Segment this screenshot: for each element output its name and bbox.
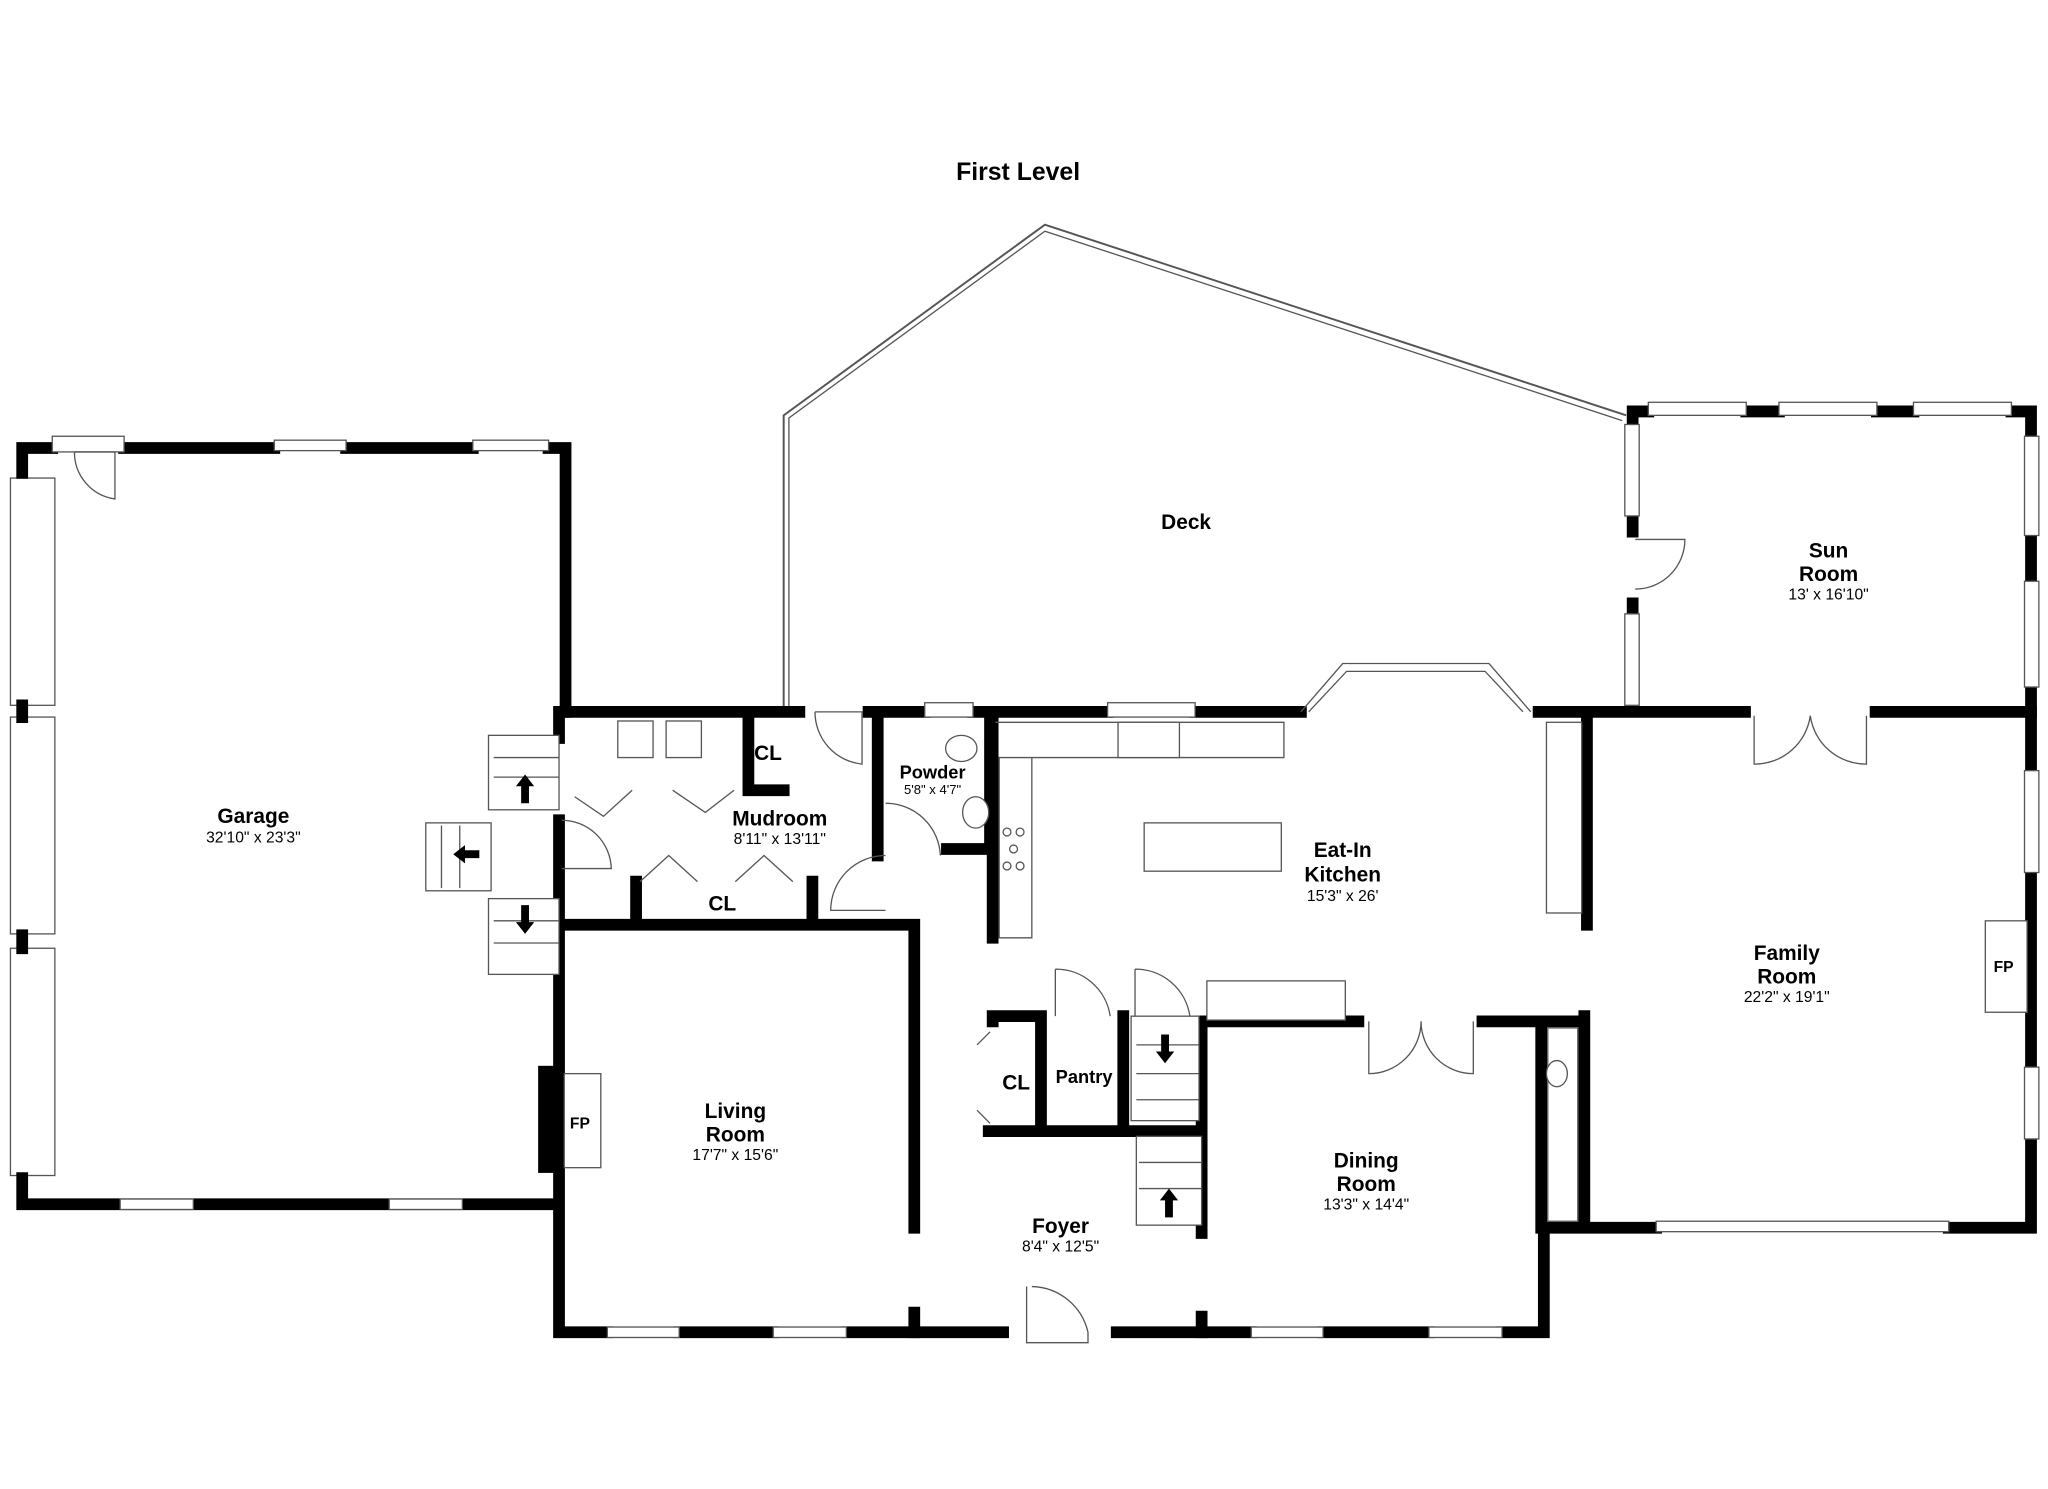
pantry-label: Pantry [1056,1066,1114,1087]
room-dims: 17'7" x 15'6" [692,1147,778,1164]
walls [16,405,2037,1339]
fireplace-label: FP [1994,959,2014,976]
doors [73,451,1868,1344]
room-name: Garage [217,805,289,828]
room-powder: Powder 5'8" x 4'7" [900,761,966,797]
room-foyer: Foyer 8'4" x 12'5" [1022,1215,1099,1255]
deck-label: Deck [1161,511,1211,534]
room-name: Powder [900,761,966,782]
room-dims: 8'11" x 13'11" [734,831,826,848]
windows [51,401,2040,1339]
room-name: Eat-In [1314,839,1372,862]
room-dims: 5'8" x 4'7" [904,782,961,797]
room-mudroom: Mudroom 8'11" x 13'11" [732,807,827,847]
room-name: Kitchen [1304,864,1381,887]
stair-arrows [453,774,1179,1218]
room-name: Room [1757,966,1816,989]
room-name: Foyer [1032,1215,1089,1238]
room-dims: 13'3" x 14'4" [1323,1196,1409,1213]
closet-label: CL [754,742,782,765]
closet-label: CL [708,892,736,915]
room-name: Mudroom [732,807,827,830]
room-name: Dining [1334,1150,1399,1173]
garage-doors [9,477,56,1177]
room-dims: 8'4" x 12'5" [1022,1238,1099,1255]
plan-title: First Level [956,159,1080,186]
room-family-room: Family Room 22'2" x 19'1" [1744,942,1830,1006]
room-name: Living [705,1100,766,1123]
room-kitchen: Eat-In Kitchen 15'3" x 26' [1304,839,1381,905]
room-living-room: Living Room 17'7" x 15'6" [692,1100,778,1164]
room-garage: Garage 32'10" x 23'3" [206,805,301,847]
closet-label: CL [1002,1071,1030,1094]
fireplace-label: FP [570,1115,590,1132]
room-dims: 15'3" x 26' [1307,888,1379,905]
room-name: Family [1754,942,1821,965]
room-name: Room [706,1124,765,1147]
room-name: Room [1337,1173,1396,1196]
room-sun-room: Sun Room 13' x 16'10" [1788,540,1868,604]
room-name: Sun [1809,540,1848,563]
room-dims: 13' x 16'10" [1788,587,1868,604]
room-dims: 22'2" x 19'1" [1744,989,1830,1006]
room-name: Room [1799,563,1858,586]
deck-outline [782,223,1627,716]
fixtures [563,720,2028,1222]
room-dims: 32'10" x 23'3" [206,829,301,846]
room-dining-room: Dining Room 13'3" x 14'4" [1323,1150,1409,1214]
